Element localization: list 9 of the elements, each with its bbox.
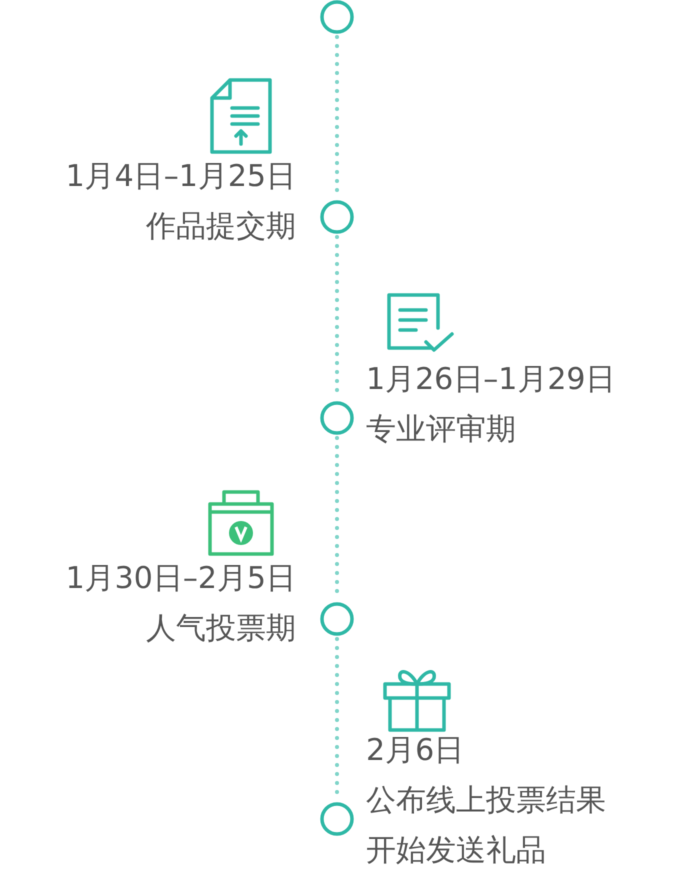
date-range: 1月26日–1月29日 xyxy=(366,361,616,399)
phase-label: 作品提交期 xyxy=(146,208,296,246)
phase-label: 公布线上投票结果 xyxy=(366,782,606,820)
phase-label: 人气投票期 xyxy=(146,610,296,648)
phase-label: 开始发送礼品 xyxy=(366,832,546,870)
date-range: 2月6日 xyxy=(366,732,464,770)
date-range: 1月30日–2月5日 xyxy=(66,560,296,598)
date-range: 1月4日–1月25日 xyxy=(66,158,296,196)
phase-label: 专业评审期 xyxy=(366,411,516,449)
